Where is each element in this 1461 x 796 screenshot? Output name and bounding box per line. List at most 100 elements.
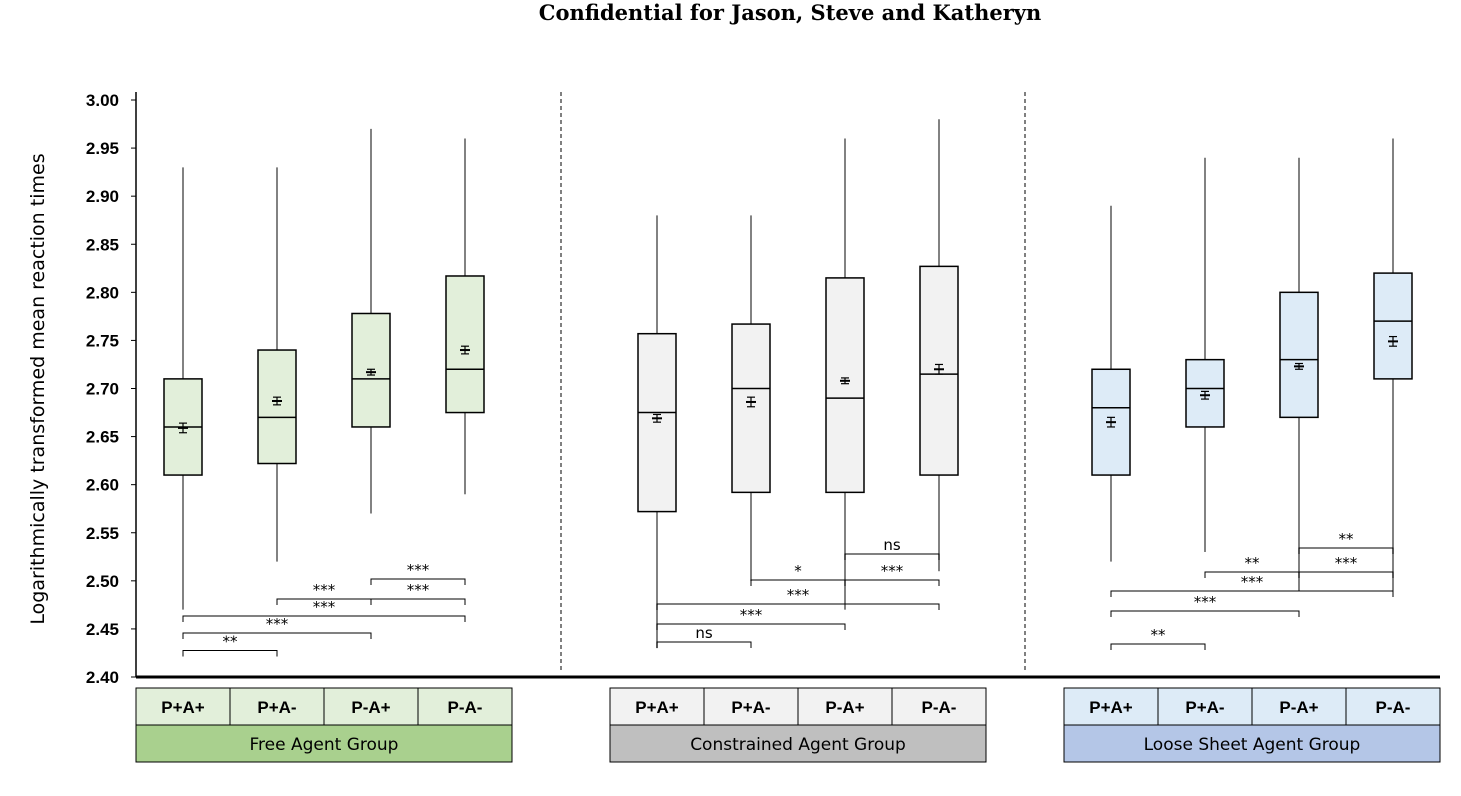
box [445,275,485,414]
group: *****************P+A+P+A-P-A+P-A-Free Ag… [135,128,513,763]
significance-label: *** [740,606,763,624]
condition-label: P-A- [448,698,483,717]
group: ns**********nsP+A+P+A-P-A+P-A-Constraine… [609,119,987,763]
bracket-line [1298,547,1394,554]
box [1279,291,1319,419]
box [257,349,297,465]
box [825,277,865,494]
significance-bracket: ns [844,536,940,560]
condition-label: P+A- [731,698,770,717]
significance-label: ** [1245,554,1261,572]
y-axis: 2.40 2.45 2.50 2.55 2.60 2.65 2.70 2.75 2.80 2.85… [86,91,1440,687]
condition-label: P+A- [1185,698,1224,717]
y-tick-label: 2.75 [86,331,119,350]
group-name-row [609,724,987,763]
box-plot [919,119,959,572]
y-tick-label: 2.95 [86,139,119,158]
condition-label: P-A+ [1279,698,1318,717]
significance-label: *** [313,598,336,616]
box-plot [637,215,677,649]
y-tick-label: 2.40 [86,668,119,687]
group-name-row [1063,724,1441,763]
box [919,265,959,476]
bracket-line [1110,610,1300,617]
significance-label: *** [1335,554,1358,572]
box [1373,272,1413,380]
significance-label: *** [787,586,810,604]
y-tick-label: 2.80 [86,283,119,302]
bracket-line [656,603,940,610]
box-plot [1185,157,1225,552]
group-label-table: P+A+P+A-P-A+P-A-Constrained Agent Group [609,687,987,763]
bracket-line [656,623,846,630]
significance-label: *** [313,581,336,599]
bracket-line [370,578,466,585]
bracket-line [182,650,278,657]
significance-label: *** [1241,573,1264,591]
significance-label: ns [883,536,901,554]
box-plot [1091,205,1131,562]
group-name: Loose Sheet Agent Group [1144,735,1361,755]
box-plot [731,215,771,581]
group-separators [560,92,1026,672]
bracket-line [1110,643,1206,650]
condition-label: P+A+ [1089,698,1133,717]
bracket-line [844,553,940,560]
group-label-table: P+A+ P+A- P-A+ P-A- Loose Sheet Agent Group [1063,687,1441,763]
significance-label: *** [266,615,289,633]
significance-bracket: *** [656,586,940,610]
y-axis-label: Logarithmically transformed mean reactio… [27,153,49,624]
box-plot [163,167,203,610]
condition-label: P-A- [1376,698,1411,717]
significance-bracket: *** [844,562,940,586]
significance-label: ** [1151,626,1167,644]
significance-label: ** [1339,530,1355,548]
bracket-line [844,579,940,586]
group: ***************P+A+P+A-P-A+P-A-Loose She… [1063,138,1441,763]
box-plot [825,138,865,610]
condition-label: P-A+ [351,698,390,717]
significance-bracket: *** [182,615,372,639]
bracket-line [182,632,372,639]
box-plot [351,128,391,514]
significance-bracket: *** [370,561,466,585]
significance-bracket: *** [1110,593,1300,617]
significance-bracket: *** [656,606,846,630]
significance-bracket: *** [1298,554,1394,578]
bracket-line [1298,571,1394,578]
condition-label: P-A- [922,698,957,717]
box-plot [257,167,297,562]
y-tick-label: 2.70 [86,380,119,399]
box-plot [445,138,485,495]
y-tick-label: 2.65 [86,428,119,447]
y-tick-label: 2.45 [86,620,119,639]
significance-label: *** [407,561,430,579]
significance-bracket: ** [182,633,278,657]
chart-title: Confidential for Jason, Steve and Kather… [539,0,1042,25]
group-name-row [135,724,513,763]
group-name: Free Agent Group [250,735,399,755]
significance-label: ** [223,633,239,651]
bracket-line [1110,590,1394,597]
significance-bracket: *** [1110,573,1394,597]
box-plot [1373,138,1413,591]
significance-label: *** [881,562,904,580]
significance-bracket: ns [656,624,752,648]
y-tick-label: 2.85 [86,235,119,254]
box-plot [1279,157,1319,591]
y-tick-label: 2.50 [86,572,119,591]
bracket-line [656,641,752,648]
significance-label: ns [695,624,713,642]
y-tick-label: 2.90 [86,187,119,206]
group-label-table: P+A+P+A-P-A+P-A-Free Agent Group [135,687,513,763]
significance-bracket: ** [1110,626,1206,650]
significance-label: *** [407,581,430,599]
bracket-line [182,615,466,622]
condition-label: P-A+ [825,698,864,717]
group-name: Constrained Agent Group [690,735,906,755]
y-tick-label: 2.60 [86,476,119,495]
box [731,323,771,494]
y-tick-label: 2.55 [86,524,119,543]
significance-label: * [794,562,802,580]
